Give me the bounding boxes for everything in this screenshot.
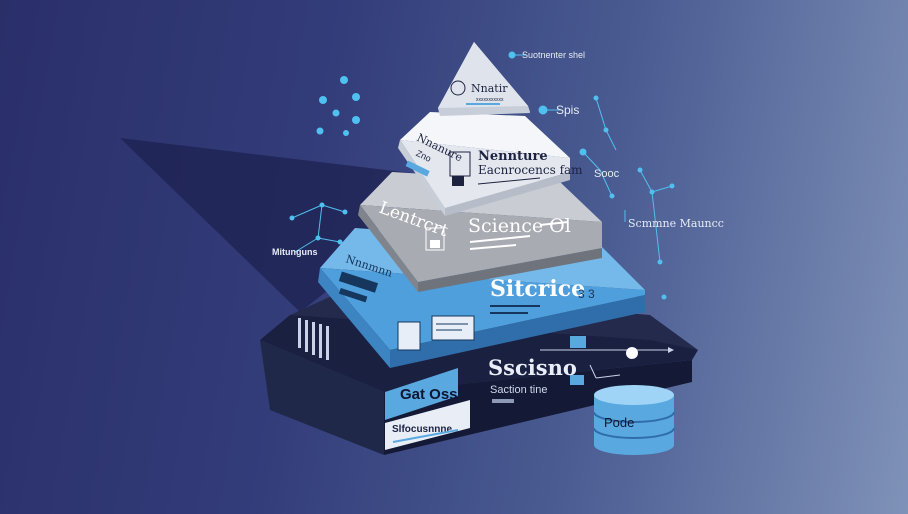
tier2-title: Nennture [478,149,548,164]
gat-oss-label: Gat Oss [400,386,458,403]
tier2-subtitle: Eacnrocencs fam [478,163,583,177]
apex-sub: xxxxxxxxxxx [476,97,504,103]
tier5-subtitle: Saction tine [490,384,547,396]
tier4-number: 3 3 [578,287,595,301]
slfocus-box [385,400,470,450]
apex-title: Nnatir [471,82,508,95]
tier3-title: Science Ol [468,215,571,237]
callout-right-1: Spis [556,103,579,117]
tier-1-apex: Nnatir xxxxxxxxxxx [438,42,530,116]
tier5-title: Sscisno [488,355,577,380]
callout-top-right: Suotnenter shel [522,50,585,60]
callout-left: Mitunguns [272,247,318,257]
right-network [508,51,675,300]
tier-2: Nnanure Zno Nennture Eacnrocencs fam [398,112,583,216]
gat-oss-box [385,368,458,420]
decor-dots [316,76,360,136]
database-icon: Pode [593,385,675,455]
callout-right-2: Sooc [594,168,620,180]
slfocus-label: Slfocusnnne [392,424,452,435]
pyramid-shadow [120,138,470,312]
tier4-title: Sitcrice [490,276,585,302]
left-network [289,202,348,253]
callout-right-3: Scmmne Mauncc [628,217,724,230]
database-label: Pode [604,415,634,430]
